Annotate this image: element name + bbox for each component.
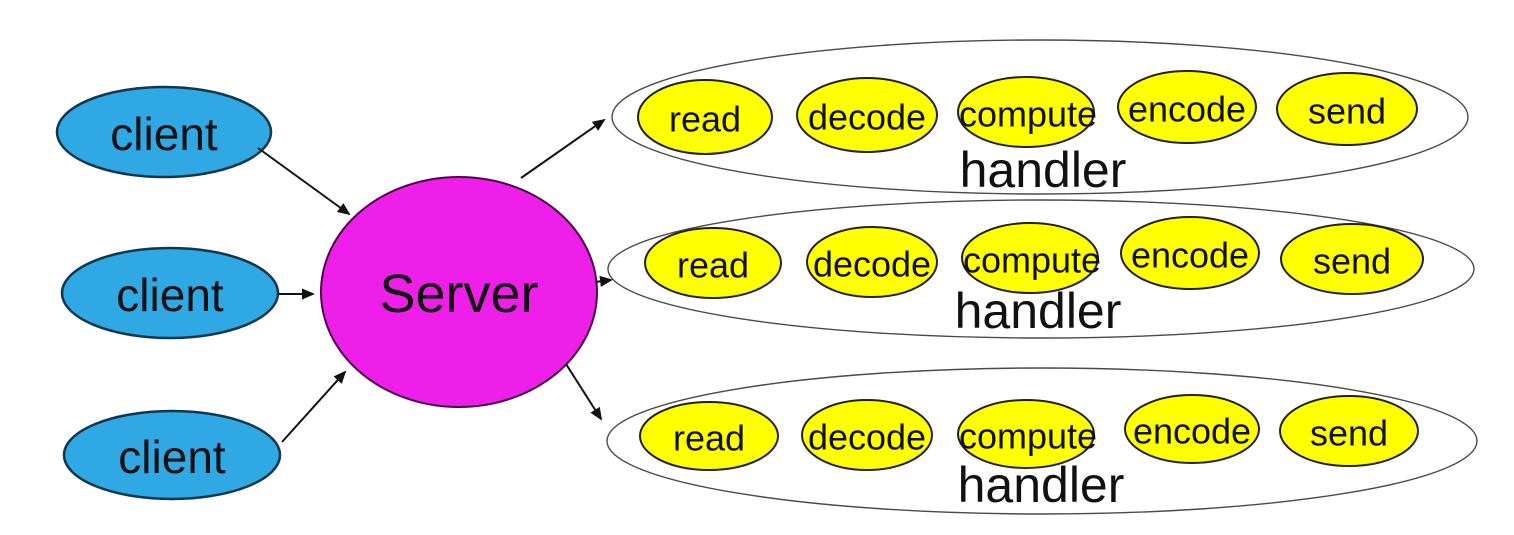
arrow-server-to-handler2 bbox=[594, 275, 613, 287]
task-label-read: read bbox=[673, 418, 745, 459]
task-ellipse-compute bbox=[957, 399, 1095, 469]
client-2-ellipse bbox=[60, 246, 280, 340]
arrow-client1-to-server bbox=[257, 147, 351, 216]
handler-3-label: handler bbox=[958, 457, 1125, 513]
task-ellipse-decode bbox=[796, 77, 938, 153]
arrow-client3-to-server bbox=[281, 370, 347, 443]
server-node: Server bbox=[320, 176, 598, 408]
client-3-ellipse bbox=[62, 409, 282, 501]
arrow-server-to-handler3 bbox=[565, 363, 603, 421]
task-label-read: read bbox=[677, 245, 749, 286]
task-label-send: send bbox=[1308, 91, 1386, 132]
client-node-2: client bbox=[60, 246, 280, 340]
task-label-send: send bbox=[1310, 413, 1388, 454]
task-ellipse-decode bbox=[806, 226, 938, 298]
task-ellipse-read bbox=[639, 401, 779, 471]
client-node-1: client bbox=[55, 85, 273, 179]
task-ellipse-encode bbox=[1117, 70, 1257, 144]
task-label-send: send bbox=[1313, 241, 1391, 282]
task-ellipse-send bbox=[1276, 72, 1418, 146]
task-ellipse-encode bbox=[1120, 216, 1260, 290]
task-label-compute: compute bbox=[959, 94, 1097, 135]
task-ellipse-read bbox=[637, 79, 773, 155]
task-label-decode: decode bbox=[808, 97, 926, 138]
client-1-ellipse bbox=[55, 85, 273, 179]
server-label: Server bbox=[379, 264, 538, 324]
client-2-label: client bbox=[116, 269, 224, 321]
task-label-decode: decode bbox=[813, 244, 931, 285]
task-label-encode: encode bbox=[1128, 89, 1246, 130]
arrow-server-to-handler1 bbox=[520, 118, 606, 179]
handler-2-label: handler bbox=[955, 283, 1122, 339]
task-ellipse-compute bbox=[957, 76, 1095, 148]
server-ellipse bbox=[320, 176, 598, 408]
client-1-label: client bbox=[110, 108, 218, 160]
handler-pipeline-2: read decode compute encode send handler bbox=[607, 199, 1475, 339]
task-label-encode: encode bbox=[1131, 235, 1249, 276]
task-label-read: read bbox=[669, 99, 741, 140]
client-3-label: client bbox=[118, 431, 226, 483]
task-ellipse-decode bbox=[801, 399, 933, 471]
task-ellipse-send bbox=[1279, 395, 1419, 467]
task-ellipse-read bbox=[644, 227, 782, 299]
task-label-compute: compute bbox=[959, 416, 1097, 457]
arrows bbox=[257, 118, 613, 443]
client-node-3: client bbox=[62, 409, 282, 501]
handler-1-label: handler bbox=[960, 142, 1127, 198]
task-ellipse-compute bbox=[961, 222, 1099, 294]
handler-pipeline-3: read decode compute encode send handler bbox=[606, 367, 1478, 515]
task-ellipse-encode bbox=[1124, 394, 1260, 464]
handler-pipeline-1: read decode compute encode send handler bbox=[611, 39, 1469, 198]
task-label-compute: compute bbox=[963, 240, 1101, 281]
task-label-encode: encode bbox=[1133, 411, 1251, 452]
task-label-decode: decode bbox=[808, 417, 926, 458]
task-ellipse-send bbox=[1280, 223, 1424, 295]
